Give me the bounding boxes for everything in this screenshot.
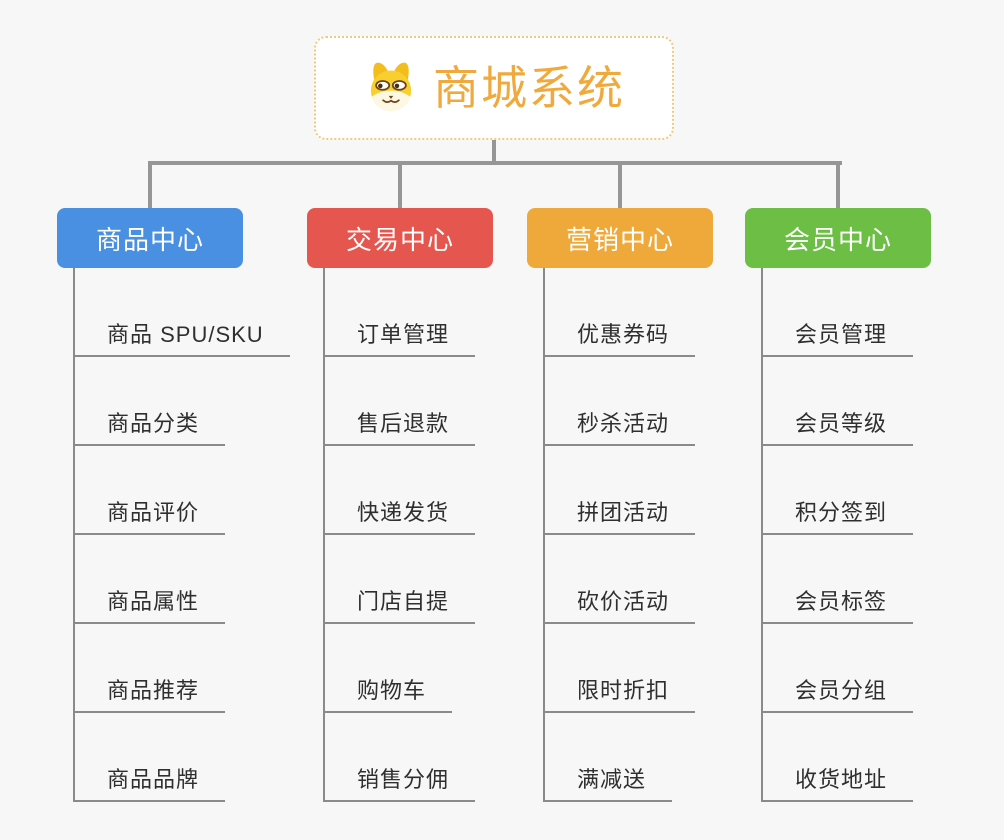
branch-items-1: 订单管理售后退款快递发货门店自提购物车销售分佣 — [323, 268, 493, 802]
branch-items-2: 优惠券码秒杀活动拼团活动砍价活动限时折扣满减送 — [543, 268, 713, 802]
leaf-item[interactable]: 商品评价 — [75, 446, 226, 535]
leaf-item[interactable]: 门店自提 — [325, 535, 476, 624]
leaf-item-label: 门店自提 — [357, 589, 450, 614]
leaf-item[interactable]: 优惠券码 — [545, 268, 696, 357]
leaf-item-label: 积分签到 — [795, 500, 888, 525]
leaf-item-label: 商品推荐 — [107, 678, 200, 703]
leaf-item-label: 商品评价 — [107, 500, 200, 525]
branch-node-label: 交易中心 — [345, 224, 454, 255]
branch-0: 商品中心商品 SPU/SKU 商品分类商品评价商品属性商品推荐商品品牌 — [57, 208, 290, 802]
leaf-item-label: 售后退款 — [357, 411, 450, 436]
leaf-item[interactable]: 收货地址 — [763, 713, 914, 802]
leaf-item-label: 快递发货 — [357, 500, 450, 525]
leaf-item-label: 会员管理 — [795, 322, 888, 347]
leaf-item[interactable]: 商品 SPU/SKU — [75, 268, 290, 357]
leaf-item[interactable]: 限时折扣 — [545, 624, 696, 713]
leaf-item-label: 收货地址 — [795, 767, 888, 792]
branch-node-1[interactable]: 交易中心 — [307, 208, 493, 268]
branch-node-label: 商品中心 — [95, 224, 204, 255]
leaf-item[interactable]: 满减送 — [545, 713, 673, 802]
doge-icon — [370, 62, 412, 111]
branch-node-2[interactable]: 营销中心 — [527, 208, 713, 268]
root-node[interactable]: 商城系统 — [314, 36, 674, 140]
leaf-item-label: 限时折扣 — [577, 678, 670, 703]
root-title: 商城系统 — [433, 62, 625, 114]
leaf-item-label: 销售分佣 — [357, 767, 450, 792]
leaf-item-label: 优惠券码 — [577, 322, 670, 347]
leaf-item-label: 秒杀活动 — [577, 411, 670, 436]
leaf-item-label: 购物车 — [357, 678, 427, 703]
branch-node-label: 会员中心 — [783, 224, 892, 255]
connector-root-stub — [492, 140, 496, 162]
branch-2: 营销中心优惠券码秒杀活动拼团活动砍价活动限时折扣满减送 — [527, 208, 713, 802]
leaf-item[interactable]: 销售分佣 — [325, 713, 476, 802]
leaf-item-label: 会员标签 — [795, 589, 888, 614]
branch-node-0[interactable]: 商品中心 — [57, 208, 243, 268]
leaf-item-label: 订单管理 — [357, 322, 450, 347]
leaf-item[interactable]: 会员等级 — [763, 357, 914, 446]
leaf-item[interactable]: 商品推荐 — [75, 624, 226, 713]
branch-items-0: 商品 SPU/SKU 商品分类商品评价商品属性商品推荐商品品牌 — [73, 268, 290, 802]
leaf-item[interactable]: 快递发货 — [325, 446, 476, 535]
branch-node-label: 营销中心 — [565, 224, 674, 255]
leaf-item-label: 会员等级 — [795, 411, 888, 436]
leaf-item[interactable]: 商品分类 — [75, 357, 226, 446]
connector-drop-0 — [148, 161, 152, 208]
leaf-item-label: 商品 SPU/SKU — [107, 322, 264, 347]
leaf-item-label: 满减送 — [577, 767, 647, 792]
leaf-item[interactable]: 商品属性 — [75, 535, 226, 624]
leaf-item[interactable]: 会员管理 — [763, 268, 914, 357]
leaf-item-label: 商品分类 — [107, 411, 200, 436]
leaf-item[interactable]: 秒杀活动 — [545, 357, 696, 446]
leaf-item[interactable]: 会员分组 — [763, 624, 914, 713]
connector-drop-2 — [618, 161, 622, 208]
connector-drop-1 — [398, 161, 402, 208]
connector-horizontal — [148, 161, 842, 165]
leaf-item[interactable]: 会员标签 — [763, 535, 914, 624]
leaf-item[interactable]: 购物车 — [325, 624, 453, 713]
leaf-item-label: 砍价活动 — [577, 589, 670, 614]
branch-node-3[interactable]: 会员中心 — [745, 208, 931, 268]
leaf-item-label: 商品品牌 — [107, 767, 200, 792]
leaf-item-label: 会员分组 — [795, 678, 888, 703]
leaf-item[interactable]: 售后退款 — [325, 357, 476, 446]
branch-3: 会员中心会员管理会员等级积分签到会员标签会员分组收货地址 — [745, 208, 931, 802]
leaf-item[interactable]: 积分签到 — [763, 446, 914, 535]
branch-items-3: 会员管理会员等级积分签到会员标签会员分组收货地址 — [761, 268, 931, 802]
leaf-item[interactable]: 拼团活动 — [545, 446, 696, 535]
leaf-item[interactable]: 订单管理 — [325, 268, 476, 357]
leaf-item-label: 商品属性 — [107, 589, 200, 614]
leaf-item[interactable]: 砍价活动 — [545, 535, 696, 624]
branch-1: 交易中心订单管理售后退款快递发货门店自提购物车销售分佣 — [307, 208, 493, 802]
leaf-item[interactable]: 商品品牌 — [75, 713, 226, 802]
leaf-item-label: 拼团活动 — [577, 500, 670, 525]
connector-drop-3 — [836, 161, 840, 208]
